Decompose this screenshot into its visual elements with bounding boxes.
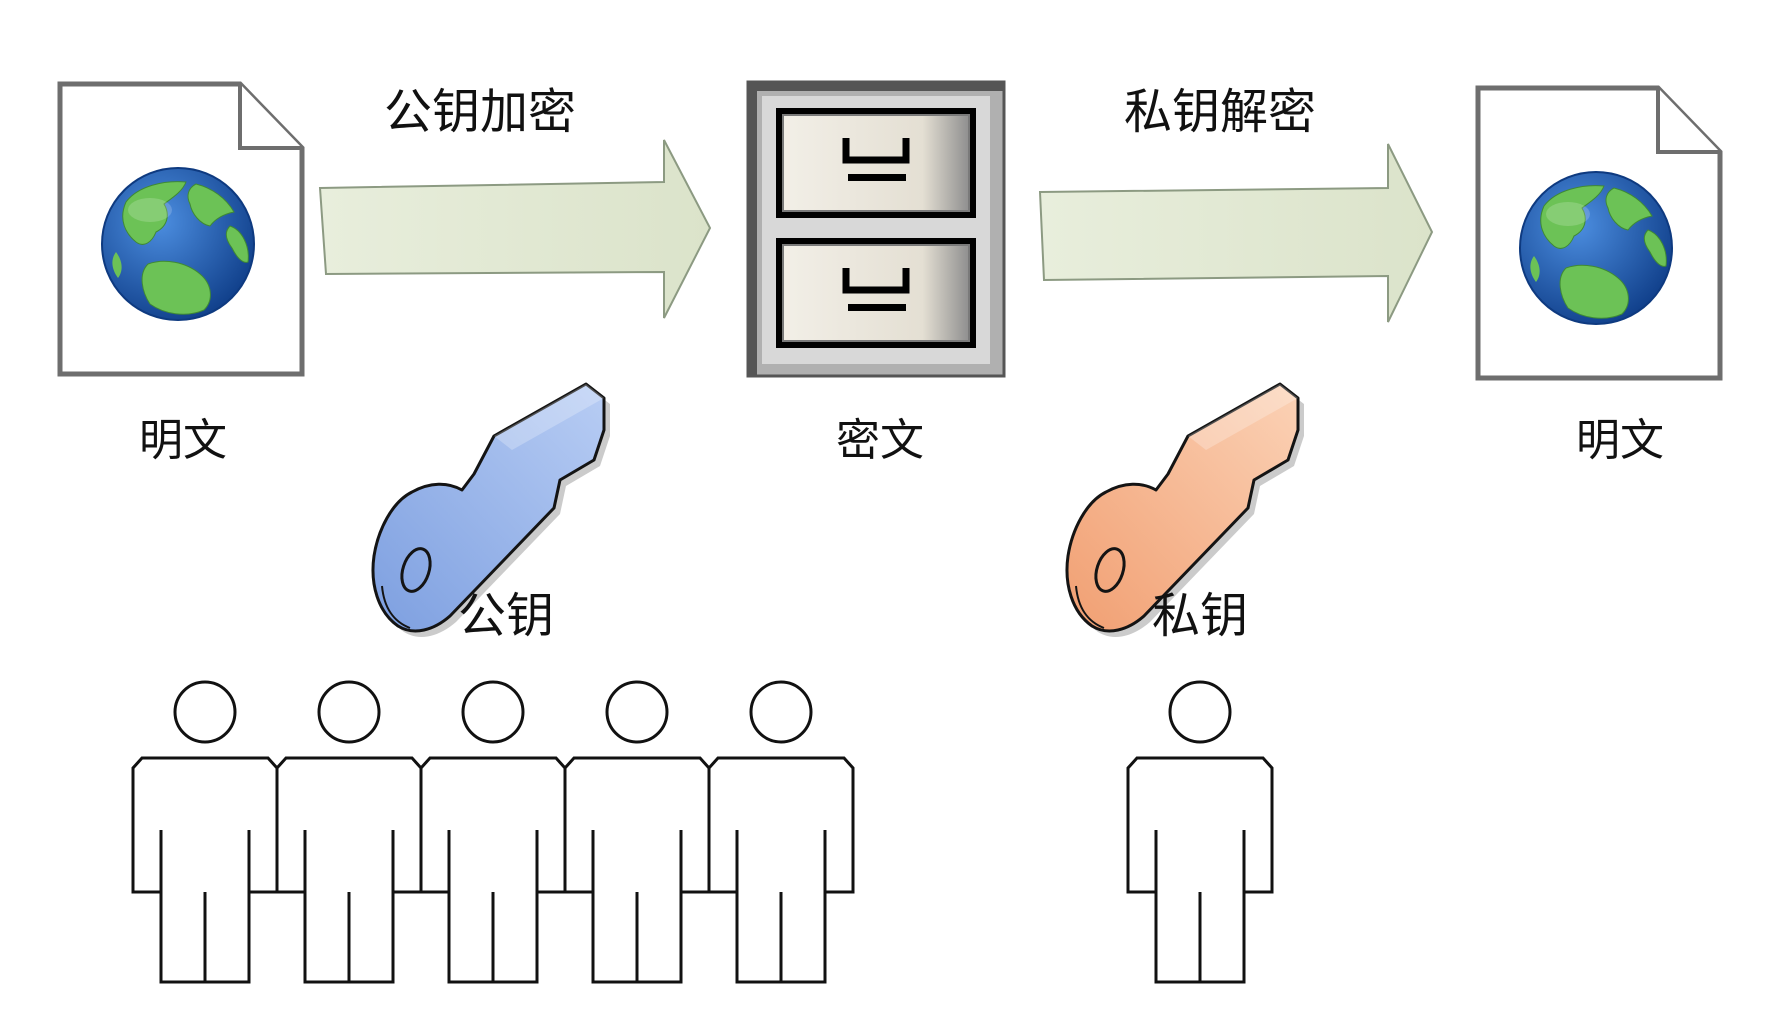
encrypt-arrow <box>318 139 712 319</box>
decrypt-arrow <box>1038 143 1434 323</box>
plaintext-document-right <box>1478 88 1720 378</box>
encrypt-step-label: 公钥加密 <box>384 84 576 140</box>
private-key-holder-group <box>1126 680 1274 984</box>
plaintext-label-right: 明文 <box>1576 415 1664 466</box>
person-icon <box>707 680 855 984</box>
person-icon <box>563 680 711 984</box>
globe-icon <box>101 167 255 321</box>
ciphertext-label: 密文 <box>836 415 924 466</box>
ciphertext-cabinet-icon <box>746 80 1006 378</box>
person-icon <box>131 680 279 984</box>
person-icon <box>1126 680 1274 984</box>
globe-icon <box>1519 171 1673 325</box>
person-icon <box>275 680 423 984</box>
public-key-holders-group <box>131 680 855 984</box>
decrypt-step-label: 私钥解密 <box>1124 84 1316 140</box>
plaintext-label-left: 明文 <box>139 415 227 466</box>
person-icon <box>419 680 567 984</box>
public-key-label: 公钥 <box>458 588 554 644</box>
plaintext-document-left <box>60 84 302 374</box>
private-key-label: 私钥 <box>1152 588 1248 644</box>
